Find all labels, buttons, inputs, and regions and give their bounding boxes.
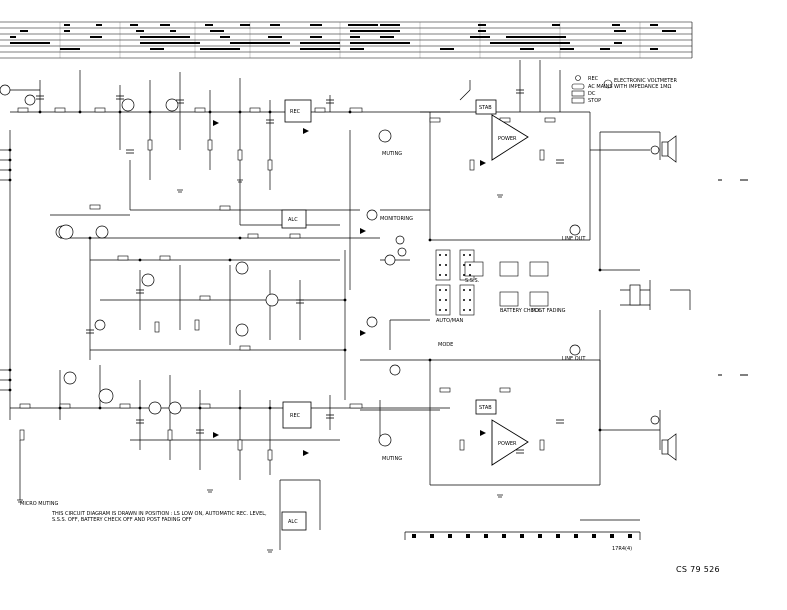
line-out-bottom-label: LINE OUT: [562, 356, 586, 362]
voltmeter-note-2: WITH IMPEDANCE 1MΩ: [614, 84, 671, 90]
battery-check-label: BATTERY CHECK: [500, 308, 541, 314]
power-top-label: POWER: [498, 136, 517, 142]
diodes: [213, 120, 486, 456]
footnote-line-1: THIS CIRCUIT DIAGRAM IS DRAWN IN POSITIO…: [52, 511, 267, 517]
legend-symbols: [571, 75, 613, 104]
power-bottom-label: POWER: [498, 441, 517, 447]
block-labels: POWER POWER STAB STAB ALC ALC REC REC LI…: [20, 76, 677, 552]
speaker-outputs: [629, 135, 677, 461]
circuit-footnote: THIS CIRCUIT DIAGRAM IS DRAWN IN POSITIO…: [52, 511, 302, 523]
rec-bottom-label: REC: [290, 413, 301, 419]
alc-top-label: ALC: [288, 217, 298, 223]
switch-contacts: [439, 254, 471, 311]
post-fading-label: POST FADING: [532, 308, 566, 314]
legend-dc: DC: [588, 91, 596, 97]
wiring: [0, 60, 691, 550]
header-reference-grid: [0, 21, 693, 59]
power-amplifiers: [491, 114, 529, 466]
micro-muting-label: MICRO MUTING: [20, 501, 59, 507]
junction-dots: [8, 110, 602, 432]
voltmeter-note-1: ELECTRONIC VOLTMETER: [614, 78, 677, 84]
legend-ac-mains: AC MAINS: [588, 84, 613, 90]
rec-top-label: REC: [290, 109, 301, 115]
sss-label: S.S.S.: [465, 278, 480, 284]
resistors: [17, 107, 556, 461]
muting-bottom-label: MUTING: [382, 456, 402, 462]
capacitors: [36, 89, 564, 454]
alc-bottom-label: ALC: [288, 519, 298, 525]
legend-rec: REC: [588, 76, 599, 82]
legend-stop: STOP: [588, 98, 601, 104]
monitoring-label: MONITORING: [380, 216, 413, 222]
jack-sockets: [58, 224, 581, 404]
ground-symbols: [17, 179, 503, 553]
drawing-number: CS 79 526: [676, 565, 720, 574]
transistors: [0, 84, 660, 447]
margin-marks: [718, 179, 748, 376]
footnote-line-2: S.S.S. OFF, BATTERY CHECK OFF AND POST F…: [52, 517, 192, 523]
mode-label: MODE: [438, 342, 453, 348]
stab-bottom-label: STAB: [479, 405, 492, 411]
auto-man-label: AUTO/MAN: [436, 318, 463, 324]
revision-mark: 17R4(4): [612, 546, 632, 552]
switch-bank: [435, 249, 549, 316]
muting-top-label: MUTING: [382, 151, 402, 157]
ic-blocks: [281, 99, 497, 531]
connector-strip: [412, 534, 632, 538]
line-out-top-label: LINE OUT: [562, 236, 586, 242]
stab-top-label: STAB: [479, 105, 492, 111]
